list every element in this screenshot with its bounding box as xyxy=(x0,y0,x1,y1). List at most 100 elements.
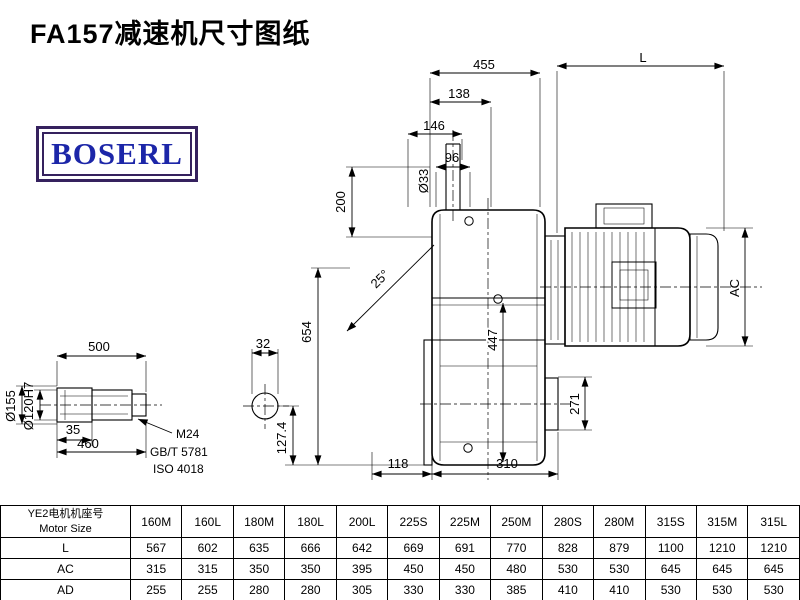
col-header: 225M xyxy=(438,505,492,538)
table-cell: 1210 xyxy=(747,537,800,559)
dim-AC-label: AC xyxy=(727,279,742,297)
dim-654-label: 654 xyxy=(299,321,314,343)
dim-455-label: 455 xyxy=(473,57,495,72)
input-shaft xyxy=(445,143,461,210)
table-cell: 635 xyxy=(232,537,286,559)
terminal-box-lid xyxy=(603,207,645,225)
motor-adapter xyxy=(544,235,566,345)
gearbox-housing xyxy=(423,209,559,466)
col-header: 315L xyxy=(747,505,800,538)
dia-155-label: Ø155 xyxy=(3,390,18,422)
dim-500-label: 500 xyxy=(88,339,110,354)
col-header: 315S xyxy=(644,505,697,538)
table-cell: 879 xyxy=(593,537,646,559)
bolt-hole xyxy=(464,216,474,226)
col-header: 250M xyxy=(490,505,543,538)
table-cell: 669 xyxy=(387,537,440,559)
nameplate xyxy=(611,261,657,309)
table-cell: 330 xyxy=(438,579,492,600)
table-cell: 530 xyxy=(593,558,646,580)
table-cell: 828 xyxy=(541,537,595,559)
dimension-drawing: 455 L 138 146 96 Ø33 200 25° 654 447 AC … xyxy=(3,50,762,480)
fan-cover xyxy=(689,233,719,341)
angle-25-label: 25° xyxy=(368,267,393,292)
col-header: 160M xyxy=(129,505,183,538)
table-cell: 450 xyxy=(438,558,492,580)
output-flange-edge xyxy=(423,339,433,466)
col-header: 280M xyxy=(593,505,646,538)
centerlines xyxy=(40,130,762,480)
boserl-logo-frame: BOSERL xyxy=(42,132,192,176)
table-cell: 1210 xyxy=(695,537,749,559)
dimension-lines xyxy=(18,62,749,478)
col-header: 200L xyxy=(335,505,389,538)
table-cell: 280 xyxy=(232,579,286,600)
logo-text: BOSERL xyxy=(51,136,183,171)
table-cell: 385 xyxy=(490,579,543,600)
dim-96-label: 96 xyxy=(445,150,459,165)
dim-447-label: 447 xyxy=(485,329,500,351)
table-cell: 280 xyxy=(284,579,337,600)
dia-120-label: Ø120H7 xyxy=(21,382,36,430)
terminal-box xyxy=(595,203,653,229)
table-cell: 1100 xyxy=(644,537,697,559)
std-gb-label: GB/T 5781 xyxy=(150,445,208,459)
table-cell: 315 xyxy=(129,558,183,580)
table-row-AC: AC 315 315 350 350 395 450 450 480 530 5… xyxy=(0,558,800,580)
row-label: AD xyxy=(0,579,131,600)
dim-460-label: 460 xyxy=(77,436,99,451)
table-cell: 330 xyxy=(387,579,440,600)
page-title: FA157减速机尺寸图纸 xyxy=(30,19,311,49)
thread-leader xyxy=(137,418,173,434)
dim-146-label: 146 xyxy=(423,118,445,133)
table-cell: 315 xyxy=(181,558,234,580)
header-line1: YE2电机机座号 xyxy=(27,508,104,521)
table-cell: 530 xyxy=(747,579,800,600)
table-cell: 530 xyxy=(695,579,749,600)
dim-138-label: 138 xyxy=(448,86,470,101)
dim-118-label: 118 xyxy=(388,456,409,471)
table-row-L: L 567 602 635 666 642 669 691 770 828 87… xyxy=(0,537,800,559)
table-cell: 602 xyxy=(181,537,234,559)
std-iso-label: ISO 4018 xyxy=(153,462,204,476)
output-shaft-detail xyxy=(56,387,147,423)
table-cell: 305 xyxy=(335,579,389,600)
col-header: 280S xyxy=(541,505,595,538)
dim-127-label: 127.4 xyxy=(274,422,289,455)
table-cell: 770 xyxy=(490,537,543,559)
dia-33-label: Ø33 xyxy=(416,169,431,194)
motor-size-table: YE2电机机座号 Motor Size 160M 160L 180M 180L … xyxy=(0,505,800,600)
table-cell: 450 xyxy=(387,558,440,580)
col-header: 225S xyxy=(387,505,440,538)
table-cell: 567 xyxy=(129,537,183,559)
dim-271-label: 271 xyxy=(567,393,582,415)
dim-200-label: 200 xyxy=(333,191,348,213)
angle-leader xyxy=(346,244,435,332)
dim-35-label: 35 xyxy=(66,422,80,437)
col-header: 180L xyxy=(284,505,337,538)
table-cell: 645 xyxy=(644,558,697,580)
col-header: 315M xyxy=(695,505,749,538)
table-row-AD: AD 255 255 280 280 305 330 330 385 410 4… xyxy=(0,579,800,600)
row-label: AC xyxy=(0,558,131,580)
dim-L-label: L xyxy=(639,50,646,65)
table-cell: 530 xyxy=(541,558,595,580)
nameplate-inner xyxy=(619,269,649,301)
table-cell: 645 xyxy=(695,558,749,580)
table-header-row: YE2电机机座号 Motor Size 160M 160L 180M 180L … xyxy=(0,505,800,538)
table-cell: 645 xyxy=(747,558,800,580)
table-header-label: YE2电机机座号 Motor Size xyxy=(0,505,131,538)
shaft-end-circle xyxy=(251,392,279,420)
thread-m24-label: M24 xyxy=(176,427,200,441)
table-cell: 642 xyxy=(335,537,389,559)
boserl-logo: BOSERL xyxy=(36,126,198,182)
motor xyxy=(544,203,719,347)
dim-32-label: 32 xyxy=(256,336,270,351)
table-cell: 255 xyxy=(181,579,234,600)
bolt-hole xyxy=(463,443,473,453)
table-cell: 395 xyxy=(335,558,389,580)
table-cell: 666 xyxy=(284,537,337,559)
dim-310-label: 310 xyxy=(496,456,518,471)
bolt-hole xyxy=(493,294,503,304)
col-header: 160L xyxy=(181,505,234,538)
